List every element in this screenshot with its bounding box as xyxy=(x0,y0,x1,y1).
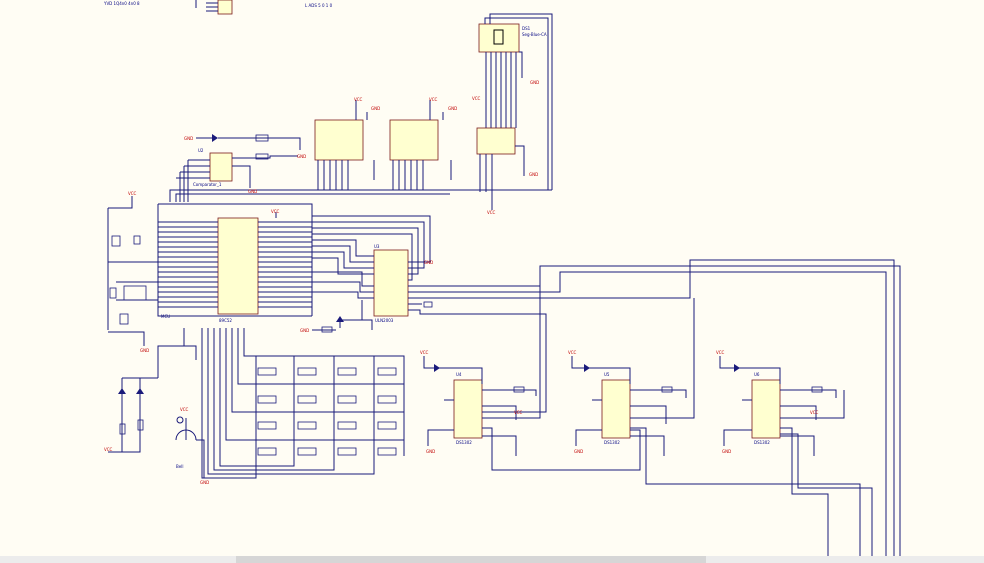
svg-text:DS1302: DS1302 xyxy=(604,440,620,445)
svg-text:VCC: VCC xyxy=(104,447,113,452)
svg-text:GND: GND xyxy=(530,80,539,85)
rtc-u5: U5 DS1302 xyxy=(601,372,631,445)
svg-text:U4: U4 xyxy=(456,372,462,377)
svg-text:VCC: VCC xyxy=(487,210,496,215)
svg-text:VCC: VCC xyxy=(472,96,481,101)
svg-text:GND: GND xyxy=(426,449,435,454)
svg-text:GND: GND xyxy=(529,172,538,177)
diode-d5 xyxy=(434,364,440,372)
svg-text:GND: GND xyxy=(448,106,457,111)
svg-text:VCC: VCC xyxy=(128,191,137,196)
svg-text:VCC: VCC xyxy=(716,350,725,355)
svg-text:U5: U5 xyxy=(604,372,610,377)
capacitor-c2 xyxy=(119,313,129,325)
svg-text:DS1302: DS1302 xyxy=(456,440,472,445)
diode-d2 xyxy=(336,316,344,322)
svg-text:Seg-Blue-CA: Seg-Blue-CA xyxy=(522,32,547,37)
svg-text:GND: GND xyxy=(722,449,731,454)
driver-chip xyxy=(476,127,516,155)
svg-text:89C52: 89C52 xyxy=(219,318,232,323)
svg-text:VCC: VCC xyxy=(180,407,189,412)
svg-text:VCC: VCC xyxy=(514,410,523,415)
svg-text:GND: GND xyxy=(184,136,193,141)
crystal-caps xyxy=(123,285,147,301)
svg-text:Bell: Bell xyxy=(176,464,183,469)
svg-text:GND: GND xyxy=(300,328,309,333)
resistor-array-2 xyxy=(389,119,439,161)
horizontal-scrollbar[interactable] xyxy=(0,556,984,563)
resistor-r5 xyxy=(119,423,126,435)
svg-text:ULN2003: ULN2003 xyxy=(375,318,394,323)
svg-text:U3: U3 xyxy=(374,244,380,249)
reset-button xyxy=(111,235,121,247)
keypad-matrix xyxy=(257,367,397,456)
svg-text:VCC: VCC xyxy=(271,209,280,214)
resistor-r9 xyxy=(811,386,823,393)
top-connector xyxy=(217,0,233,15)
top-left-label: YVD 1Q4n0 4n0 8 xyxy=(103,1,140,6)
svg-text:VCC: VCC xyxy=(420,350,429,355)
resistor-r3 xyxy=(423,301,433,308)
scrollbar-thumb[interactable] xyxy=(236,556,706,563)
diode-d7 xyxy=(734,364,740,372)
svg-text:U6: U6 xyxy=(754,372,760,377)
transistor-q1 xyxy=(176,416,184,424)
svg-text:GND: GND xyxy=(200,480,209,485)
gnd-markers: GND GND GND GND GND GND GND GND GND GND … xyxy=(140,80,731,485)
resistor-r6 xyxy=(137,419,144,431)
svg-text:U2: U2 xyxy=(198,148,204,153)
uln2003-u3: U3 ULN2003 xyxy=(373,244,409,323)
seven-segment-display: DS1 Seg-Blue-CA xyxy=(478,23,547,53)
svg-text:GND: GND xyxy=(574,449,583,454)
svg-text:GND: GND xyxy=(297,154,306,159)
resistor-r8 xyxy=(661,386,673,393)
svg-text:GND: GND xyxy=(371,106,380,111)
diode-d6 xyxy=(584,364,590,372)
svg-text:GND: GND xyxy=(248,189,257,194)
resistor-r4 xyxy=(321,326,333,333)
top-mid-label: L ADS 5 0 1 0 xyxy=(305,3,333,8)
capacitor-c1 xyxy=(133,235,141,245)
svg-text:VCC: VCC xyxy=(810,410,819,415)
resistor-r2 xyxy=(255,153,269,160)
svg-text:GND: GND xyxy=(140,348,149,353)
svg-text:DS1302: DS1302 xyxy=(754,440,770,445)
svg-text:Comparator_1: Comparator_1 xyxy=(193,182,222,187)
svg-text:GND: GND xyxy=(424,260,433,265)
svg-text:VCC: VCC xyxy=(568,350,577,355)
svg-text:VCC: VCC xyxy=(354,97,363,102)
svg-text:DS1: DS1 xyxy=(522,26,531,31)
comparator-u2: U2 Comparator_1 xyxy=(193,148,233,187)
rtc-u4: U4 DS1302 xyxy=(453,372,483,445)
resistor-array-1 xyxy=(314,119,364,161)
svg-text:VCC: VCC xyxy=(429,97,438,102)
crystal xyxy=(109,287,117,299)
rtc-u6: U6 DS1302 xyxy=(751,372,781,445)
resistor-r7 xyxy=(513,386,525,393)
diode-d1 xyxy=(212,134,218,142)
vcc-markers: VCC VCC VCC VCC VCC VCC VCC VCC VCC VCC … xyxy=(104,96,819,452)
resistor-r1 xyxy=(255,134,269,142)
